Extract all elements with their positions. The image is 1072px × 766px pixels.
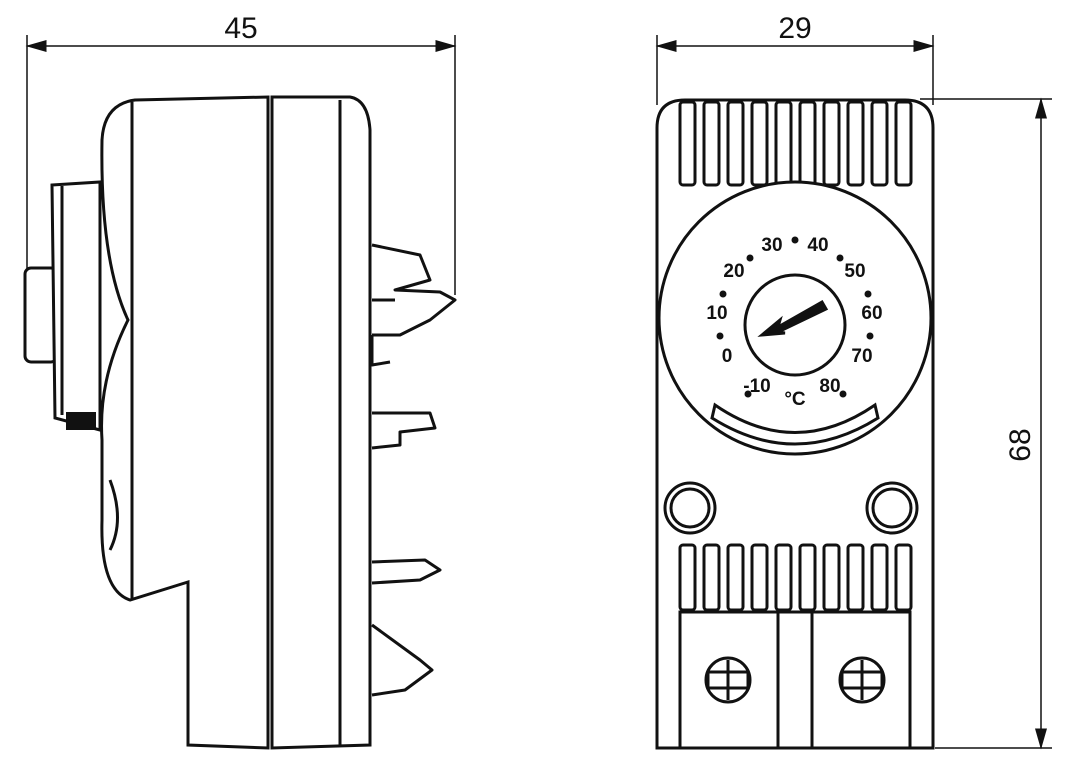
vent-slot xyxy=(798,543,817,612)
vent-slot xyxy=(894,100,913,187)
vent-slot xyxy=(822,100,841,187)
dimension-68: 68 xyxy=(920,97,1052,750)
dial-scale-dots xyxy=(716,236,874,398)
scale-dot xyxy=(839,390,847,398)
vent-slot xyxy=(678,100,697,187)
dial-pointer-icon xyxy=(757,299,829,337)
scale-dot xyxy=(864,290,872,298)
scale-dot xyxy=(746,254,754,262)
scale-dot xyxy=(866,332,874,340)
dimension-label-height: 68 xyxy=(1004,428,1037,461)
vent-slot xyxy=(846,100,865,187)
vent-slot xyxy=(870,543,889,612)
vent-slot xyxy=(774,543,793,612)
vent-slot xyxy=(702,100,721,187)
vent-slot xyxy=(774,100,793,187)
vent-slot xyxy=(894,543,913,612)
terminal-screw-icon xyxy=(838,656,886,704)
dial-label: 0 xyxy=(722,346,733,367)
vent-slot xyxy=(750,100,769,187)
dial-unit-label: °C xyxy=(784,389,806,410)
vent-slot xyxy=(870,100,889,187)
dimension-29: 29 xyxy=(655,12,935,105)
side-view xyxy=(23,95,457,750)
vent-slot xyxy=(798,100,817,187)
vent-slot xyxy=(678,543,697,612)
dial-label: 10 xyxy=(706,303,727,324)
front-view: -10 0 10 20 30 40 50 60 70 80 °C xyxy=(655,98,935,750)
scale-dot xyxy=(716,332,724,340)
dial-label: 20 xyxy=(723,261,744,282)
dial-label: 30 xyxy=(761,235,782,256)
scale-dot xyxy=(836,254,844,262)
dimension-label-width: 29 xyxy=(778,12,811,45)
scale-dot xyxy=(744,390,752,398)
vent-slot xyxy=(750,543,769,612)
dial-label: 60 xyxy=(861,303,882,324)
dial-notch xyxy=(710,402,880,446)
dial-label: 80 xyxy=(819,376,840,397)
terminal-screw-icon xyxy=(704,656,752,704)
vent-slot xyxy=(822,543,841,612)
dial-label: 70 xyxy=(851,346,872,367)
scale-dot xyxy=(719,290,727,298)
dial-label: 40 xyxy=(807,235,828,256)
vent-slot xyxy=(726,543,745,612)
scale-dot xyxy=(791,236,799,244)
vent-slot xyxy=(726,100,745,187)
dimension-45: 45 xyxy=(25,12,457,295)
bottom-vent-slots xyxy=(678,543,913,612)
vent-slot xyxy=(702,543,721,612)
dial-label: -10 xyxy=(743,376,770,397)
top-vent-slots xyxy=(678,100,913,187)
vent-slot xyxy=(846,543,865,612)
dimension-label-depth: 45 xyxy=(224,12,257,45)
dial-label: 50 xyxy=(844,261,865,282)
